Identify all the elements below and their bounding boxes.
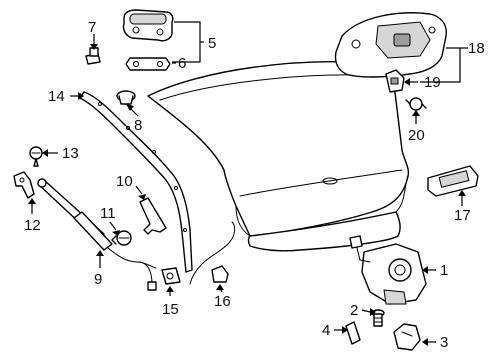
trunk-latch — [349, 235, 427, 305]
wire-harness — [189, 221, 236, 285]
callout-13: 13 — [62, 145, 79, 162]
callout-2: 2 — [350, 302, 358, 319]
connector-clip — [161, 267, 181, 285]
callout-15: 15 — [162, 301, 179, 318]
harness-clip — [211, 265, 229, 283]
callout-8: 8 — [134, 117, 142, 134]
handle-assembly — [334, 12, 447, 78]
bolt-4 — [345, 321, 361, 345]
grommet-20 — [405, 97, 427, 111]
callout-5: 5 — [208, 35, 216, 52]
callout-18: 18 — [468, 40, 485, 57]
bolt-7 — [85, 47, 101, 65]
callout-1: 1 — [440, 262, 448, 279]
hinge-plate — [125, 57, 171, 71]
weatherstrip — [79, 91, 193, 273]
callout-4: 4 — [322, 322, 330, 339]
callout-20: 20 — [408, 127, 425, 144]
grommet — [116, 90, 136, 105]
bolt-13 — [29, 146, 43, 167]
callout-11: 11 — [100, 205, 116, 222]
hinge — [122, 9, 174, 42]
callout-6: 6 — [178, 55, 186, 72]
callout-12: 12 — [24, 217, 41, 234]
cable-bracket — [139, 197, 167, 235]
trunk-lid — [147, 61, 410, 252]
leader-lines — [28, 21, 468, 346]
license-lamp — [427, 165, 479, 197]
callout-19: 19 — [424, 74, 441, 91]
strut-bracket — [13, 171, 35, 199]
callout-16: 16 — [214, 293, 231, 310]
bolt-11 — [111, 230, 132, 246]
striker — [393, 323, 421, 351]
callout-14: 14 — [48, 88, 65, 105]
callout-17: 17 — [454, 207, 471, 224]
release-switch — [385, 69, 405, 93]
callout-3: 3 — [440, 334, 448, 351]
lift-support-strut — [37, 178, 157, 291]
callout-7: 7 — [88, 19, 96, 36]
callout-10: 10 — [116, 173, 133, 190]
callout-labels: 1 2 3 4 5 6 7 8 9 10 11 12 13 14 15 16 1… — [24, 19, 485, 351]
callout-9: 9 — [94, 271, 102, 288]
